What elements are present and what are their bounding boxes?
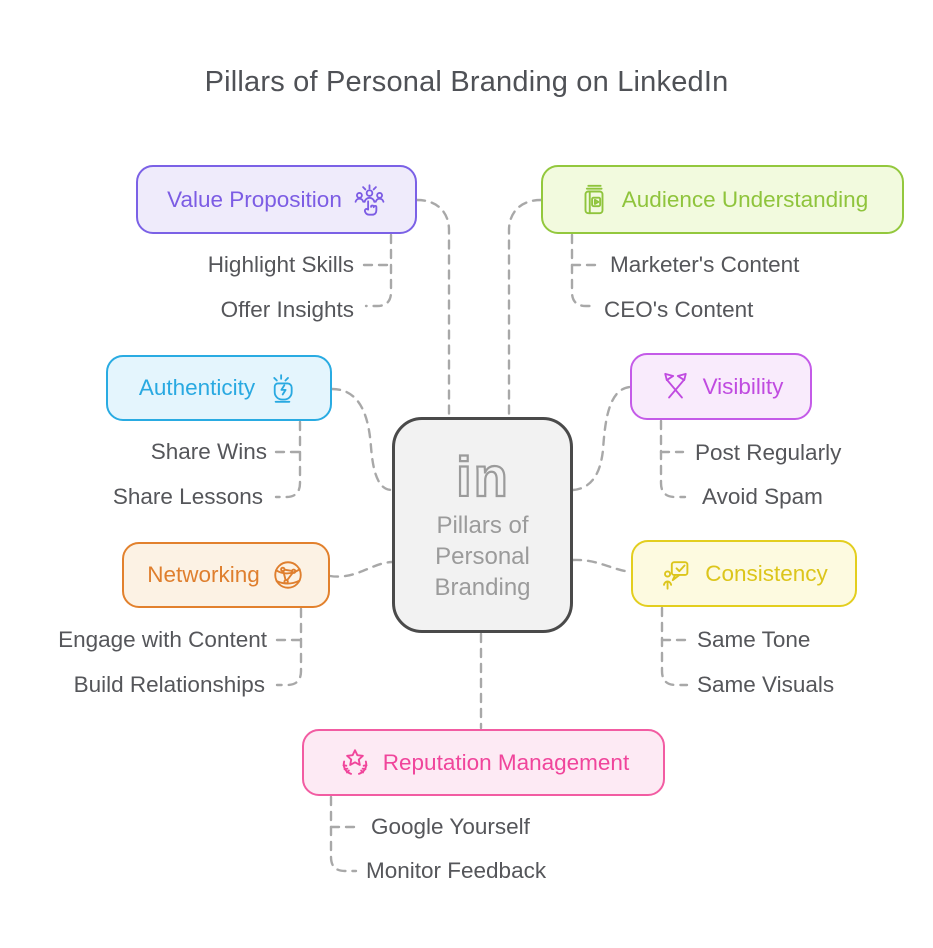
page-title: Pillars of Personal Branding on LinkedIn (204, 66, 729, 98)
branch-consistency: Consistency (631, 540, 857, 607)
globe-network-icon (274, 561, 302, 589)
branch-label: Audience Understanding (621, 186, 869, 212)
connector-visibility-items (659, 419, 687, 499)
item-same-tone: Same Tone (697, 627, 811, 652)
branch-value-proposition: Value Proposition (136, 165, 417, 234)
connector-networking-items (275, 607, 303, 687)
crossed-flags-icon (663, 372, 687, 399)
item-share-wins: Share Wins (150, 439, 267, 464)
item-google-yourself: Google Yourself (371, 814, 530, 839)
item-highlight-skills: Highlight Skills (207, 252, 354, 277)
star-laurel-icon (342, 748, 368, 775)
video-book-icon (584, 184, 604, 214)
connector-center-to-consistency (571, 558, 633, 574)
team-spotlight-icon (354, 184, 385, 216)
branch-label: Consistency (705, 560, 828, 586)
connector-consistency-items (660, 606, 689, 687)
raised-fist-icon (273, 373, 293, 403)
connector-authenticity-items (274, 420, 302, 499)
branch-reputation-management: Reputation Management (302, 729, 665, 796)
item-share-lessons: Share Lessons (112, 484, 263, 509)
item-offer-insights: Offer Insights (220, 297, 354, 322)
connector-center-to-networking (328, 560, 394, 578)
connector-reputation-items (329, 795, 358, 873)
branch-label: Authenticity (138, 375, 256, 400)
item-same-visuals: Same Visuals (697, 672, 835, 697)
item-monitor-feedback: Monitor Feedback (366, 858, 547, 883)
branch-label: Reputation Management (382, 749, 630, 775)
item-engage-with-content: Engage with Content (58, 627, 267, 652)
connector-center-to-visibility (571, 385, 632, 492)
connector-center-to-value-proposition (415, 198, 451, 418)
branch-authenticity: Authenticity (106, 355, 332, 421)
item-ceos-content: CEO's Content (604, 297, 754, 322)
center-node: in Pillars of Personal Branding (392, 417, 573, 633)
branch-visibility: Visibility (630, 353, 812, 420)
center-node-label: Pillars of Personal Branding (434, 511, 531, 601)
branch-label: Networking (147, 562, 260, 587)
connector-center-to-audience-understanding (507, 198, 543, 418)
branch-label: Visibility (702, 373, 784, 399)
connector-center-to-authenticity (330, 387, 394, 492)
branch-audience-understanding: Audience Understanding (541, 165, 904, 234)
connector-value-proposition-items (364, 233, 393, 308)
item-build-relationships: Build Relationships (73, 672, 265, 697)
svg-text:in: in (456, 448, 510, 508)
branch-label: Value Proposition (167, 186, 342, 212)
connector-audience-items (570, 233, 598, 308)
linkedin-logo-icon: in (455, 448, 510, 509)
item-avoid-spam: Avoid Spam (702, 484, 823, 509)
person-chat-check-icon (663, 560, 689, 590)
branch-networking: Networking (122, 542, 330, 608)
item-marketers-content: Marketer's Content (610, 252, 800, 277)
item-post-regularly: Post Regularly (695, 440, 842, 465)
